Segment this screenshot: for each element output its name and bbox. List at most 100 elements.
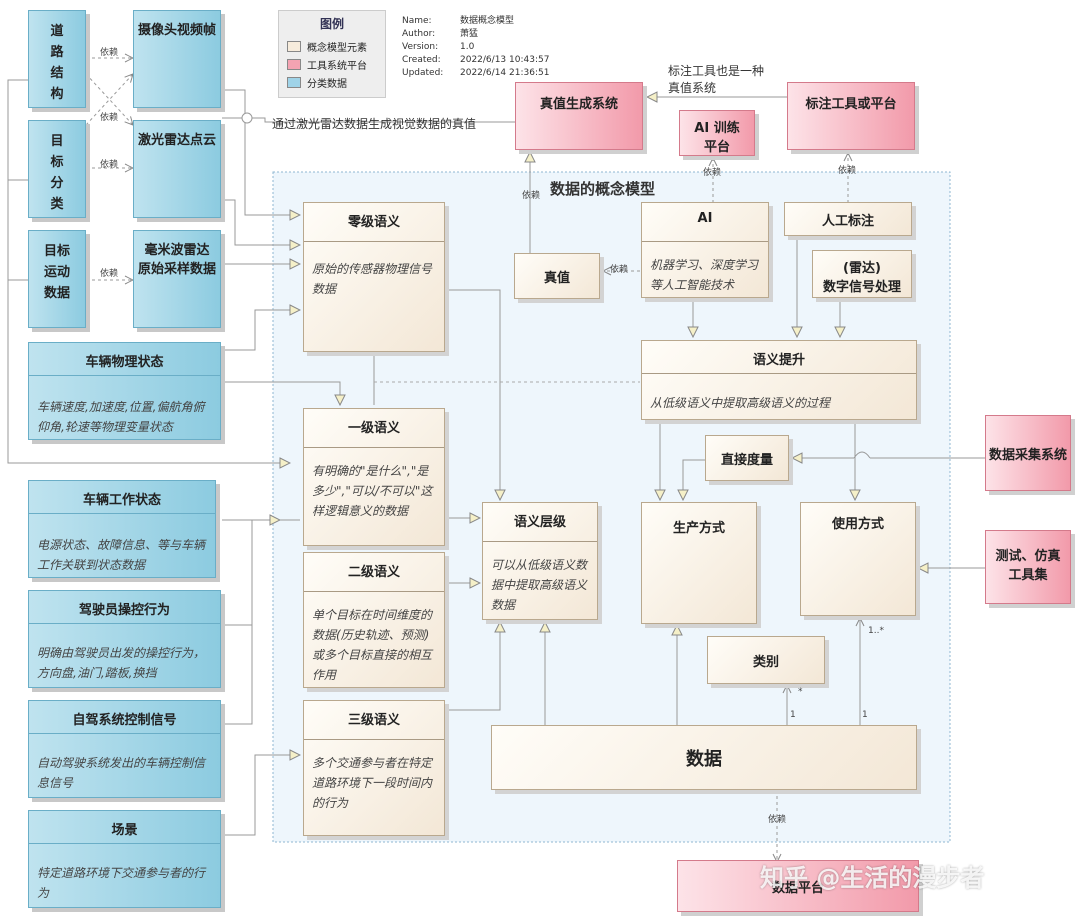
direct-measure-label: 直接度量 [720, 452, 773, 468]
level1-title: 一级语义 [347, 421, 400, 436]
data-platform-box[interactable]: 数据平台 [677, 860, 919, 912]
radar-raw-label-2: 原始采样数据 [137, 262, 216, 277]
road-structure-box[interactable]: 道路结构 [28, 10, 86, 108]
legend-label: 概念模型元素 [307, 43, 367, 54]
watermark: 知乎 @生活的漫步者 [760, 864, 985, 892]
target-classification-box[interactable]: 目标分类 [28, 120, 86, 218]
depends-label: 依赖 [522, 191, 541, 201]
level3-body: 多个交通参与者在特定道路环境下一段时间内的行为 [312, 756, 433, 810]
production-mode-label: 生产方式 [672, 521, 725, 536]
note-lidar-truth: 通过激光雷达数据生成视觉数据的真值 [272, 117, 477, 131]
meta-key: Created: [402, 55, 441, 65]
level0-title: 零级语义 [347, 215, 400, 230]
target-motion-box[interactable]: 目标 运动 数据 [28, 230, 86, 328]
vehicle-working-box[interactable]: 车辆工作状态 电源状态、故障信息、等与车辆工作关联到状态数据 [28, 480, 216, 578]
meta-key: Author: [402, 29, 436, 39]
usage-mode-box[interactable]: 使用方式 [800, 502, 916, 616]
level3-title: 三级语义 [347, 713, 400, 728]
level0-body: 原始的传感器物理信号数据 [312, 262, 433, 296]
category-label: 类别 [752, 654, 779, 670]
target-motion-label-2: 运动 [43, 265, 70, 280]
driver-control-title: 驾驶员操控行为 [78, 603, 170, 618]
test-sim-tools-box[interactable]: 测试、仿真 工具集 [985, 530, 1071, 604]
truth-system-box[interactable]: 真值生成系统 [515, 82, 643, 150]
semantic-hierarchy-box[interactable]: 语义层级 可以从低级语义数据中提取高级语义数据 [482, 502, 598, 620]
scene-box[interactable]: 场景 特定道路环境下交通参与者的行为 [28, 810, 221, 908]
meta-value: 2022/6/13 10:43:57 [460, 55, 550, 65]
depends-label: 依赖 [100, 48, 119, 58]
data-box[interactable]: 数据 [491, 725, 917, 790]
data-collection-system-box[interactable]: 数据采集系统 [985, 415, 1071, 491]
scene-title: 场景 [111, 823, 138, 838]
vehicle-working-title: 车辆工作状态 [82, 493, 161, 508]
semantic-lift-body: 从低级语义中提取高级语义的过程 [650, 396, 831, 410]
data-label: 数据 [686, 748, 722, 770]
ai-platform-label-1: AI 训练 [694, 121, 740, 136]
target-motion-label-3: 数据 [43, 286, 70, 301]
legend-label: 工具系统平台 [307, 61, 367, 72]
usage-mode-label: 使用方式 [831, 517, 884, 532]
depends-label: 依赖 [703, 168, 722, 178]
depends-label: 依赖 [610, 265, 629, 275]
manual-annotation-label: 人工标注 [821, 213, 874, 229]
ads-control-body: 自动驾驶系统发出的车辆控制信息信号 [37, 756, 206, 790]
level1-semantic-box[interactable]: 一级语义 有明确的"是什么","是多少","可以/不可以"这样逻辑意义的数据 [303, 408, 445, 546]
semantic-lift-box[interactable]: 语义提升 从低级语义中提取高级语义的过程 [641, 340, 917, 420]
level0-semantic-box[interactable]: 零级语义 原始的传感器物理信号数据 [303, 202, 445, 352]
legend: 图例 概念模型元素 工具系统平台 分类数据 [278, 10, 386, 98]
driver-control-box[interactable]: 驾驶员操控行为 明确由驾驶员出发的操控行为，方向盘,油门,踏板,换挡 [28, 590, 221, 688]
manual-annotation-box[interactable]: 人工标注 [784, 202, 912, 236]
ads-control-signal-box[interactable]: 自驾系统控制信号 自动驾驶系统发出的车辆控制信息信号 [28, 700, 221, 798]
multiplicity-star: * [798, 687, 803, 697]
annotation-tool-label: 标注工具或平台 [805, 97, 897, 112]
level2-semantic-box[interactable]: 二级语义 单个目标在时间维度的数据(历史轨迹、预测)或多个目标直接的相互作用 [303, 552, 445, 688]
meta-key: Updated: [402, 68, 444, 78]
hierarchy-title: 语义层级 [513, 515, 566, 530]
ai-platform-label-2: 平台 [703, 140, 730, 155]
meta-value: 数据概念模型 [460, 16, 515, 26]
meta-value: 1.0 [460, 42, 475, 52]
radar-raw-box[interactable]: 毫米波雷达 原始采样数据 [133, 230, 221, 328]
category-box[interactable]: 类别 [707, 636, 825, 684]
target-motion-label-1: 目标 [43, 244, 70, 259]
level3-semantic-box[interactable]: 三级语义 多个交通参与者在特定道路环境下一段时间内的行为 [303, 700, 445, 836]
vehicle-physical-title: 车辆物理状态 [85, 355, 164, 370]
ai-training-platform-box[interactable]: AI 训练 平台 [679, 110, 755, 156]
camera-frame-label: 摄像头视频帧 [137, 23, 216, 38]
semantic-lift-title: 语义提升 [752, 353, 805, 368]
driver-control-body: 明确由驾驶员出发的操控行为，方向盘,油门,踏板,换挡 [37, 646, 206, 680]
ads-control-title: 自驾系统控制信号 [72, 713, 177, 728]
production-mode-box[interactable]: 生产方式 [641, 502, 757, 624]
depends-label: 依赖 [100, 269, 119, 279]
test-tools-label-1: 测试、仿真 [995, 549, 1061, 564]
level1-body: 有明确的"是什么","是多少","可以/不可以"这样逻辑意义的数据 [312, 464, 433, 518]
multiplicity-one-many: 1..* [868, 626, 884, 636]
meta-info: Name:数据概念模型 Author:萧猛 Version:1.0 Create… [402, 15, 549, 80]
data-collection-label: 数据采集系统 [988, 447, 1067, 463]
depends-label: 依赖 [100, 113, 119, 123]
ai-body: 机器学习、深度学习等人工智能技术 [650, 258, 759, 292]
radar-dsp-box[interactable]: (雷达) 数字信号处理 [812, 250, 912, 298]
target-classification-label: 目标分类 [50, 134, 64, 212]
camera-frame-box[interactable]: 摄像头视频帧 [133, 10, 221, 108]
annotation-tool-box[interactable]: 标注工具或平台 [787, 82, 915, 150]
vehicle-physical-box[interactable]: 车辆物理状态 车辆速度,加速度,位置,偏航角俯仰角,轮速等物理变量状态 [28, 342, 221, 440]
legend-item-classified: 分类数据 [287, 75, 347, 90]
truth-value-label: 真值 [543, 270, 570, 286]
scene-body: 特定道路环境下交通参与者的行为 [37, 866, 206, 900]
meta-value: 2022/6/14 21:36:51 [460, 68, 550, 78]
lidar-pointcloud-box[interactable]: 激光雷达点云 [133, 120, 221, 218]
level2-title: 二级语义 [347, 565, 400, 580]
lidar-pointcloud-label: 激光雷达点云 [137, 133, 216, 148]
package-title: 数据的概念模型 [550, 180, 656, 198]
truth-value-box[interactable]: 真值 [514, 253, 600, 299]
truth-system-label: 真值生成系统 [539, 97, 618, 112]
legend-swatch [287, 41, 301, 52]
legend-label: 分类数据 [307, 79, 347, 90]
multiplicity-one: 1 [790, 710, 796, 720]
hierarchy-body: 可以从低级语义数据中提取高级语义数据 [491, 558, 588, 612]
data-platform-label: 数据平台 [771, 880, 824, 896]
direct-measure-box[interactable]: 直接度量 [705, 435, 789, 481]
ai-box[interactable]: AI 机器学习、深度学习等人工智能技术 [641, 202, 769, 298]
legend-swatch [287, 77, 301, 88]
